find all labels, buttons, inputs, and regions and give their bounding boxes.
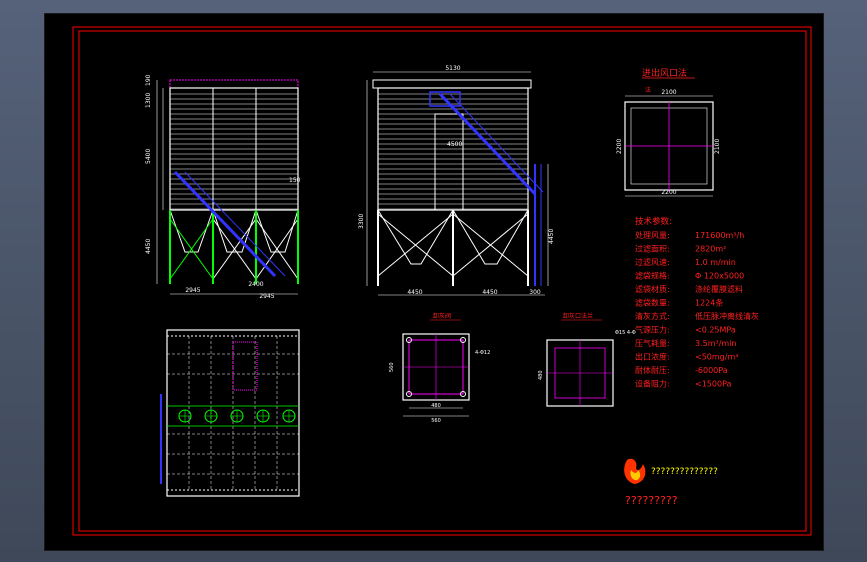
- spec-value: <0.25MPa: [695, 326, 736, 335]
- front-slats: [170, 93, 298, 210]
- front-dim-bottom-1: 2945: [259, 293, 274, 300]
- front-dim-left-2: 5400: [145, 149, 152, 164]
- front-roof: [169, 79, 299, 89]
- ash-dim-left: 480: [538, 370, 544, 380]
- spec-value: 1224条: [695, 298, 723, 308]
- front-dim-left-1: 1300: [145, 93, 152, 108]
- spec-label: 耐体耐压:: [635, 365, 670, 375]
- inlet-title: 进出风口法: [642, 67, 687, 79]
- spec-label: 滤袋材质:: [635, 284, 670, 294]
- front-dim-left-0: 190: [145, 74, 152, 86]
- front-dim-bottom-0: 2945: [185, 287, 200, 294]
- front-dim-mid: 150: [289, 177, 301, 184]
- spec-value: 3.5m³/min: [695, 339, 737, 348]
- discharge-dim-left: 560: [389, 362, 395, 372]
- spec-label: 清灰方式:: [635, 311, 670, 321]
- plan-hatch: [232, 341, 258, 391]
- inlet-dim-right: 2100: [714, 139, 721, 154]
- spec-value: 涤纶覆膜滤料: [695, 284, 743, 294]
- side-dim-right-0: 4450: [548, 229, 555, 244]
- title-line2: ?????????: [625, 494, 678, 507]
- spec-value: <50mg/m³: [695, 353, 738, 362]
- side-roof: [372, 79, 532, 89]
- spec-value: 171600m³/h: [695, 231, 744, 240]
- side-dim-mid: 4500: [447, 141, 462, 148]
- side-view: 5130 3300 4450 4450 300 4450 4500: [358, 65, 555, 296]
- inlet-dim-bottom: 2200: [661, 189, 676, 196]
- spec-value: -6000Pa: [695, 366, 728, 375]
- spec-value: Φ 120x5000: [695, 272, 744, 281]
- spec-heading: 技术参数:: [635, 216, 672, 227]
- plan-view: [160, 329, 300, 497]
- spec-value: 1.0 m/min: [695, 258, 736, 267]
- side-dim-top: 5130: [445, 65, 460, 72]
- title-block: ?????????????? ?????????: [624, 458, 718, 507]
- spec-value: <1500Pa: [695, 380, 732, 389]
- ash-flange-view: 卸灰口法兰 480 Φ15 4-Φ: [538, 312, 636, 407]
- discharge-title: 卸灰阀: [433, 312, 451, 320]
- spec-value: 低压脉冲离线清灰: [695, 311, 759, 321]
- spec-label: 过滤风速:: [635, 257, 670, 267]
- spec-label: 压气耗量:: [635, 338, 670, 348]
- drawing-canvas[interactable]: 190 1300 5400 4450 2945 2945 2400 150: [44, 13, 824, 551]
- front-dim-bottom-2: 2400: [248, 281, 263, 288]
- flame-logo: [624, 458, 646, 484]
- title-line1: ??????????????: [651, 467, 718, 477]
- ash-dim-top: Φ15 4-Φ: [615, 330, 636, 336]
- spec-label: 处理风量:: [635, 230, 670, 240]
- spec-label: 出口浓度:: [635, 352, 670, 362]
- side-dim-left-0: 3300: [358, 214, 365, 229]
- inlet-dim-top: 2100: [661, 89, 676, 96]
- front-dim-left-3: 4450: [145, 239, 152, 254]
- front-view: 190 1300 5400 4450 2945 2945 2400 150: [145, 74, 301, 300]
- discharge-dim-outer: 560: [431, 418, 441, 424]
- discharge-note: 4-Φ12: [475, 350, 490, 356]
- spec-label: 滤袋数量:: [635, 298, 670, 308]
- inner-frame: [78, 30, 807, 532]
- spec-value: 2820m²: [695, 245, 726, 254]
- side-dim-bottom-0: 4450: [407, 289, 422, 296]
- drawing-sheet: 190 1300 5400 4450 2945 2945 2400 150: [72, 26, 812, 536]
- inlet-top-label: 法: [645, 86, 651, 94]
- spec-label: 滤袋规格:: [635, 271, 670, 281]
- spec-label: 气源压力:: [635, 325, 670, 335]
- spec-label: 过滤面积:: [635, 244, 670, 254]
- ash-title: 卸灰口法兰: [563, 312, 593, 320]
- outer-frame: [72, 26, 812, 536]
- inlet-flange-view: 进出风口法 法 2100 2200 2200 2100: [616, 67, 721, 197]
- side-dim-bottom-1: 4450: [482, 289, 497, 296]
- spec-table: 技术参数: 处理风量: 171600m³/h 过滤面积: 2820m² 过滤风速: 1.0…: [635, 216, 759, 389]
- spec-label: 设备阻力:: [635, 379, 670, 389]
- discharge-valve-view: 卸灰阀 480 560 560 4-Φ12: [389, 312, 490, 424]
- inlet-dim-left: 2200: [616, 139, 623, 154]
- plan-valves: [178, 409, 296, 423]
- side-door: [434, 113, 464, 211]
- side-dim-bottom-2: 300: [529, 289, 541, 296]
- discharge-dim-inner: 480: [431, 403, 441, 409]
- plan-outline: [166, 329, 300, 497]
